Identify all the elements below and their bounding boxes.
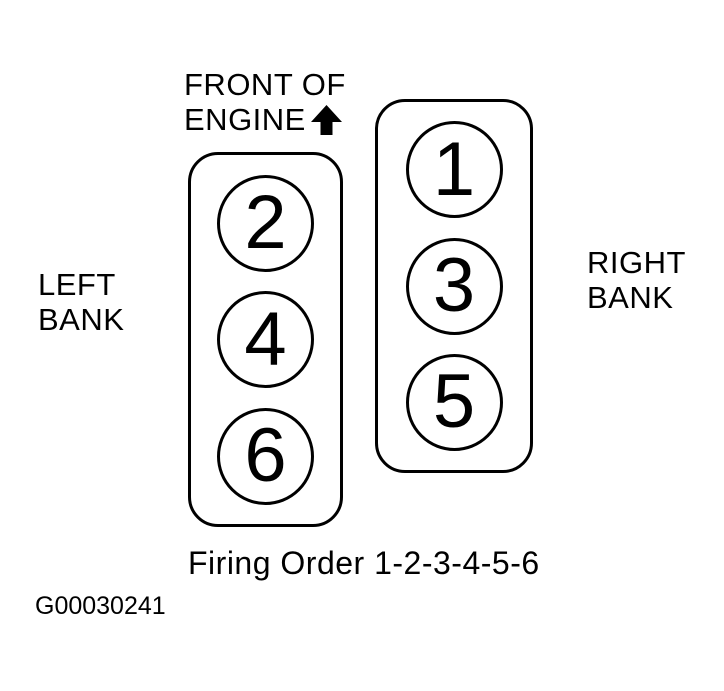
cylinder-number-4: 4 <box>244 296 287 382</box>
right-bank-label-line2: BANK <box>587 280 674 315</box>
cylinder-circle-5: 5 <box>405 353 503 451</box>
up-arrow-icon <box>310 104 342 135</box>
left-bank-label-line1: LEFT <box>38 267 116 302</box>
front-of-engine-line2: ENGINE <box>184 102 346 137</box>
cylinder-number-2: 2 <box>244 180 287 265</box>
cylinder-number-1: 1 <box>432 126 476 212</box>
firing-order-caption: Firing Order 1-2-3-4-5-6 <box>188 545 540 581</box>
right-bank-label: RIGHT BANK <box>587 245 686 315</box>
right-bank-label-line1: RIGHT <box>587 245 686 280</box>
cylinder-number-5: 5 <box>432 359 476 445</box>
right-bank-outline: 1 3 5 <box>375 99 533 473</box>
cylinder-circle-2: 2 <box>217 174 314 272</box>
left-bank-label: LEFT BANK <box>38 267 124 337</box>
cylinder-circle-1: 1 <box>405 121 503 219</box>
cylinder-number-6: 6 <box>244 413 287 498</box>
front-of-engine-label: FRONT OF ENGINE <box>184 67 346 137</box>
front-of-engine-line1: FRONT OF <box>184 67 346 102</box>
cylinder-circle-4: 4 <box>217 291 314 388</box>
cylinder-circle-6: 6 <box>217 407 314 505</box>
figure-id: G00030241 <box>35 592 166 620</box>
cylinder-number-3: 3 <box>432 243 476 328</box>
left-bank-label-line2: BANK <box>38 302 125 337</box>
left-bank-outline: 2 4 6 <box>188 152 343 527</box>
cylinder-circle-3: 3 <box>405 237 503 335</box>
front-of-engine-line2-text: ENGINE <box>184 102 306 137</box>
